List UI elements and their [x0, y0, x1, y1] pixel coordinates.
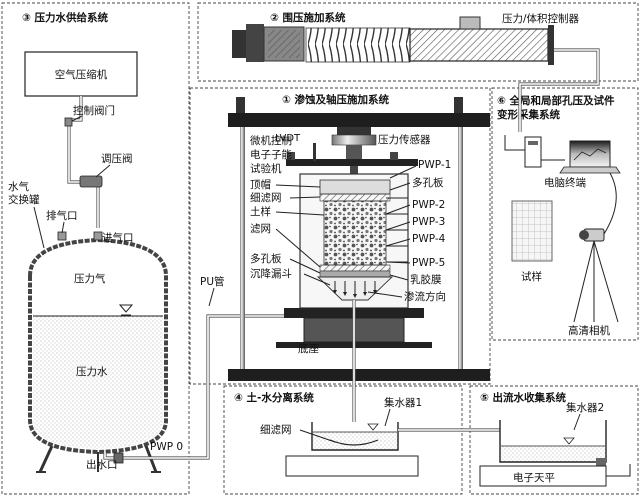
- pwp3-label: PWP-3: [412, 216, 445, 228]
- specimen-image: [511, 200, 553, 262]
- top-cap: [319, 179, 391, 195]
- pwp5-label: PWP-5: [412, 257, 445, 269]
- seepage-system-box: [189, 87, 491, 385]
- base-label: 底座: [298, 342, 319, 355]
- collector2-label: 集水器2: [566, 401, 604, 414]
- section-supply-title: ③ 压力水供给系统: [22, 11, 109, 24]
- porous-plate-bottom: [319, 270, 391, 278]
- inlet-label: 进气口: [102, 231, 134, 244]
- confining-pipe: [518, 48, 600, 132]
- soil-specimen: [323, 200, 387, 266]
- specimen-label: 试样: [521, 270, 542, 283]
- porous-plate-bottom-label: 多孔板: [250, 252, 282, 265]
- column-left: [240, 127, 245, 369]
- computer-icon: [559, 140, 621, 174]
- air-compressor-label: 空气压缩机: [55, 68, 108, 81]
- pressure-valve-icon: [79, 175, 103, 188]
- porous-plate-top-label: 多孔板: [412, 176, 444, 189]
- separation-mesh-label: 细滤网: [260, 423, 292, 436]
- supply-system-box: [1, 2, 190, 495]
- top-plate: [286, 159, 418, 166]
- latex-label: 乳胶膜: [410, 273, 442, 286]
- pu-pipe: [103, 314, 292, 460]
- inlet-valve-icon: [93, 231, 103, 241]
- air-compressor-box: [24, 51, 138, 97]
- water-level-icon: [118, 304, 134, 313]
- section-separation-title: ④ 土-水分离系统: [234, 391, 314, 404]
- filter-mesh: [319, 264, 391, 272]
- outlet-label: 出水口: [86, 458, 118, 471]
- lvdt-icon: [313, 143, 316, 161]
- section-acquisition-title-2: 变形采集系统: [497, 108, 560, 121]
- collector1-stand: [285, 455, 419, 477]
- vent-valve-icon: [57, 231, 67, 241]
- pwp4-label: PWP-4: [412, 233, 446, 245]
- pu-pipe-label: PU管: [200, 275, 225, 288]
- pwp2-label: PWP-2: [412, 199, 445, 211]
- section-confining-title: ② 围压施加系统: [270, 11, 346, 24]
- confining-system-box: [197, 2, 639, 82]
- machine-label-3: 试验机: [250, 162, 282, 175]
- section-acquisition-title-1: ⑥ 全局和局部孔压及试件: [497, 94, 615, 107]
- column-right: [458, 127, 463, 369]
- pwp0-label: PWP 0: [150, 441, 183, 453]
- acquisition-system-box: [491, 87, 639, 341]
- tank-water: [33, 316, 163, 449]
- seepage-label: 渗流方向: [404, 290, 446, 303]
- control-valve-icon: [64, 117, 73, 127]
- top-beam: [228, 113, 490, 127]
- collector1-label: 集水器1: [384, 396, 422, 409]
- fine-mesh-top: [319, 193, 391, 202]
- fine-mesh-label: 细滤网: [250, 191, 282, 204]
- control-valve-label: 控制阀门: [73, 104, 115, 117]
- lvdt-label: LVDT: [275, 133, 301, 144]
- vent-label: 排气口: [46, 209, 78, 222]
- computer-label: 电脑终端: [544, 176, 586, 189]
- section-collection-title: ⑤ 出流水收集系统: [480, 391, 567, 404]
- pressure-gas-label: 压力气: [74, 272, 106, 285]
- pwp1-label: PWP-1: [418, 159, 451, 171]
- filter-mesh-label: 滤网: [250, 222, 271, 235]
- tank-label-1: 水气: [8, 180, 29, 193]
- funnel-label: 沉降漏斗: [250, 267, 292, 280]
- machine-label-2: 电子子能: [250, 148, 292, 161]
- soil-label: 土样: [250, 205, 271, 218]
- bottom-beam: [228, 369, 490, 381]
- top-cap-label: 顶帽: [250, 178, 271, 191]
- camera-icon: [573, 228, 619, 323]
- machine-label-1: 微机控制: [250, 134, 292, 147]
- section-seepage-title: ① 渗蚀及轴压施加系统: [282, 93, 390, 106]
- confining-spring: [305, 27, 411, 63]
- confining-motor: [232, 24, 305, 62]
- pressure-valve-label: 调压阀: [101, 152, 133, 165]
- collection-system-box: [469, 385, 639, 495]
- pwp0-sensor-icon: [113, 452, 124, 464]
- pressure-water-label: 压力水: [76, 365, 108, 378]
- camera-label: 高清相机: [568, 324, 610, 337]
- balance-label: 电子天平: [513, 471, 555, 484]
- controller-display-icon: [459, 16, 481, 30]
- separation-system-box: [223, 385, 463, 495]
- confining-cylinder: [409, 28, 549, 62]
- pressure-sensor-label: 压力传感器: [378, 133, 431, 146]
- tank-label-2: 交换罐: [8, 193, 40, 206]
- seepage-arrows: [333, 281, 377, 298]
- controller-label: 压力/体积控制器: [502, 12, 580, 25]
- pressure-sensor-icon: [331, 134, 377, 146]
